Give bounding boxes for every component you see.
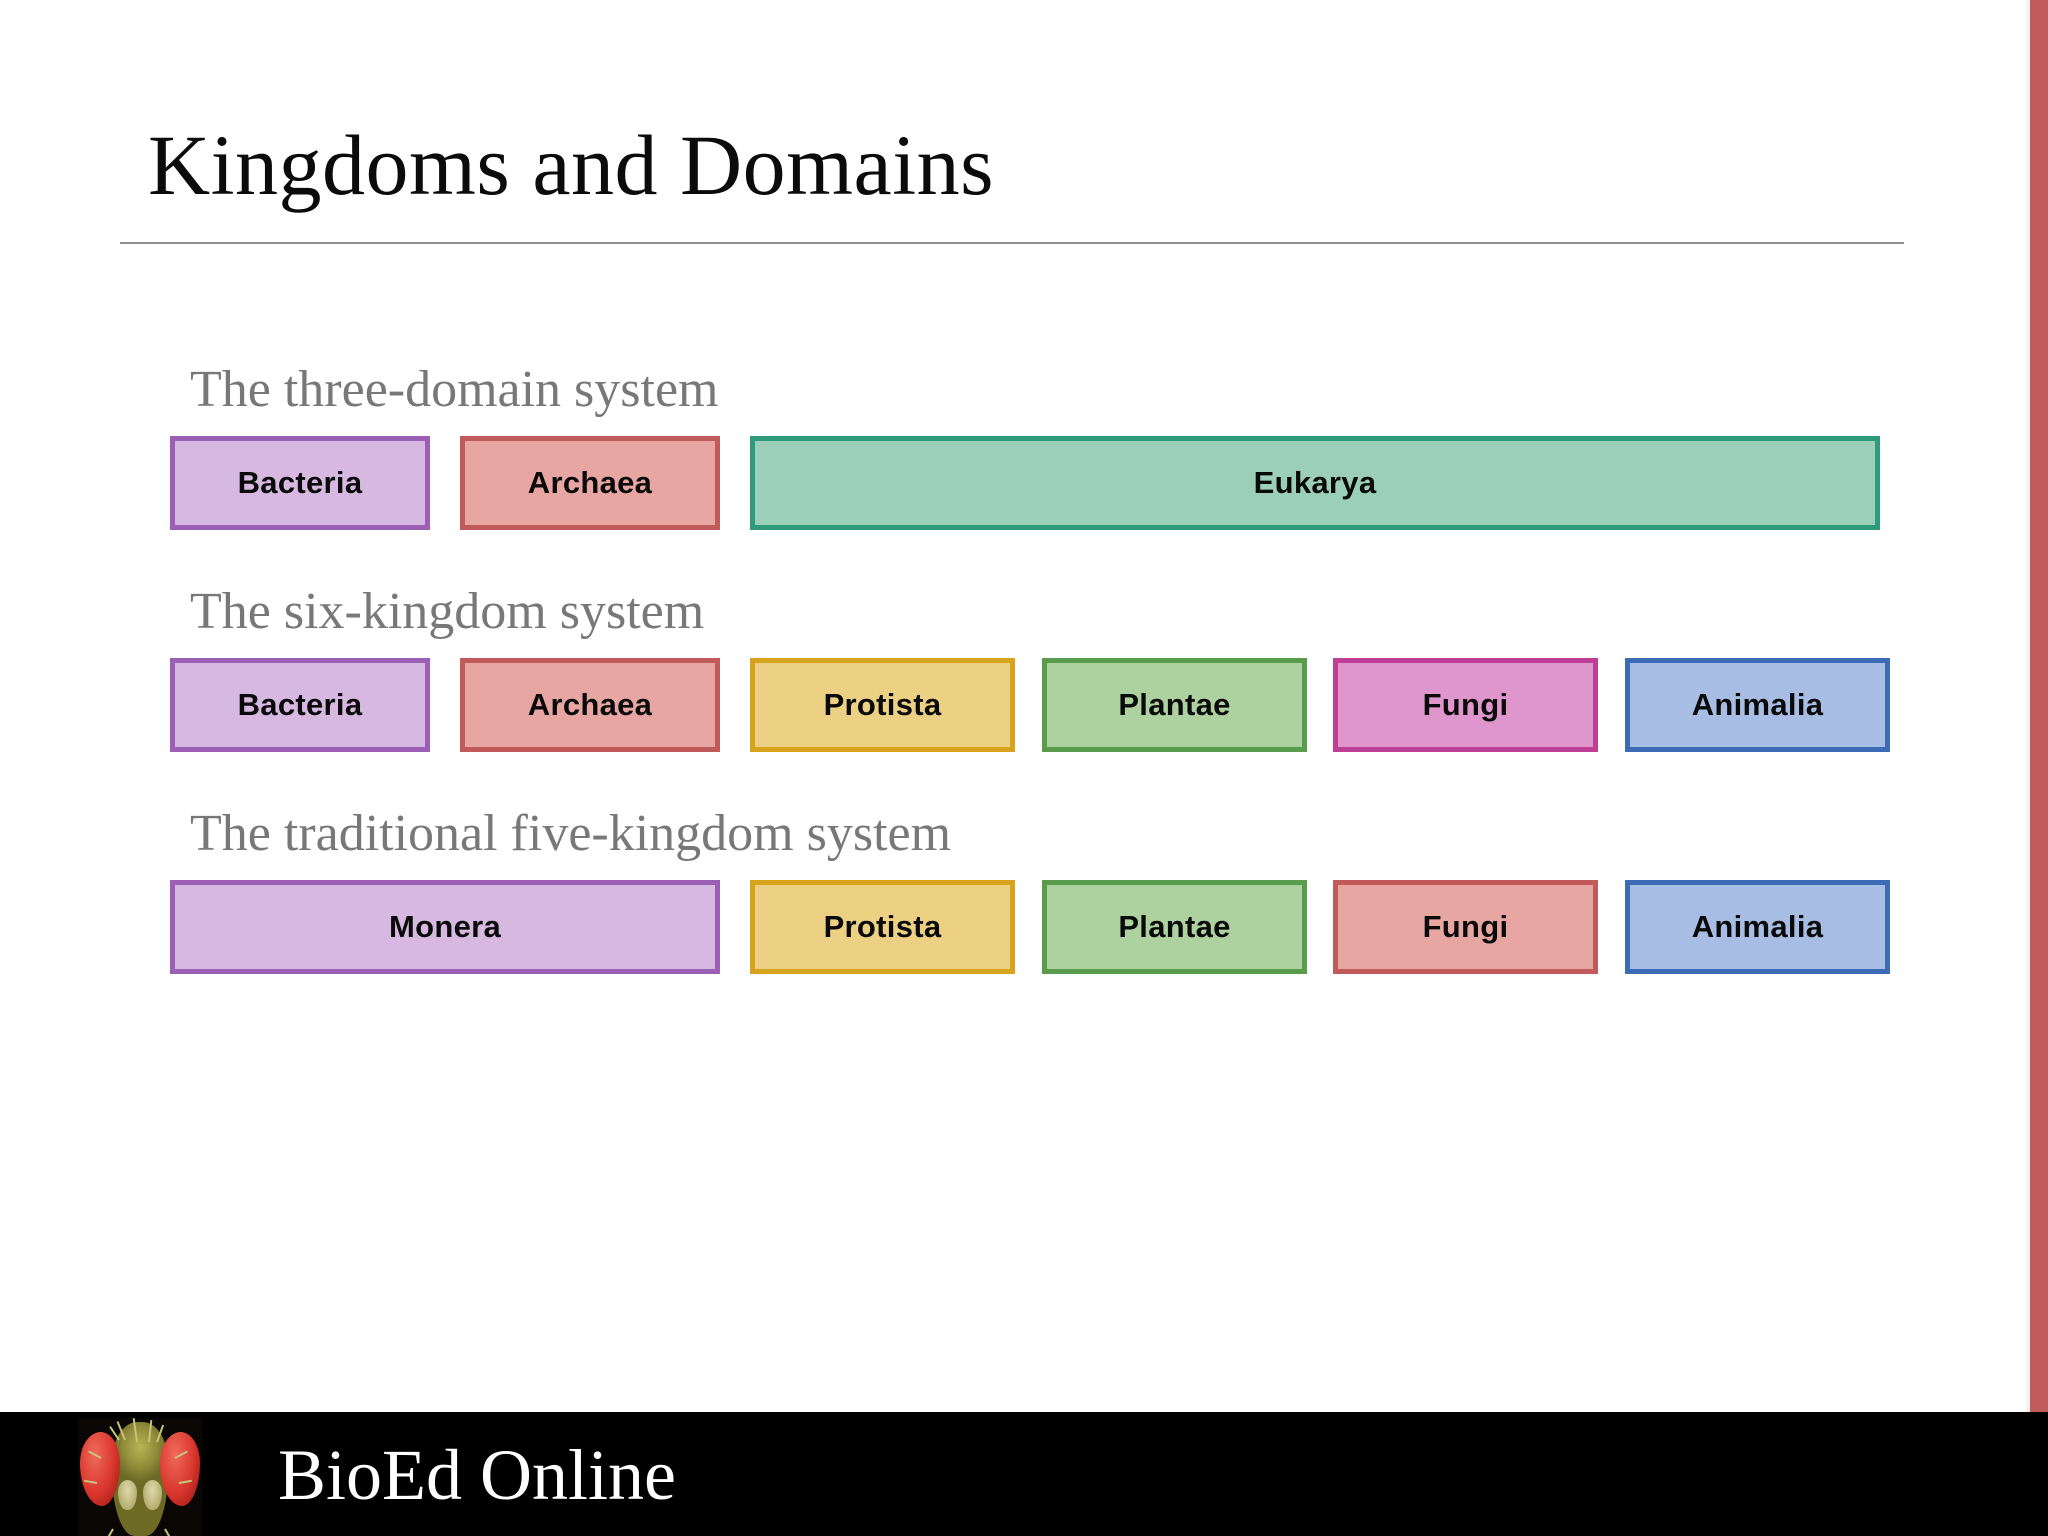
edge-stripe-highlight (2026, 0, 2030, 1536)
taxon-box[interactable]: Animalia (1625, 880, 1890, 974)
section-heading: The three-domain system (190, 361, 719, 418)
fly-eye-left (80, 1432, 120, 1506)
page-title: Kingdoms and Domains (148, 117, 995, 213)
taxon-box[interactable]: Archaea (460, 436, 720, 530)
section-heading: The six-kingdom system (190, 583, 705, 640)
fly-palp-left (118, 1480, 137, 1510)
footer-bar: BioEd Online (0, 1412, 2048, 1536)
taxon-box[interactable]: Bacteria (170, 658, 430, 752)
section-heading: The traditional five-kingdom system (190, 805, 952, 862)
taxon-box[interactable]: Bacteria (170, 436, 430, 530)
taxon-box[interactable]: Plantae (1042, 658, 1307, 752)
taxon-box[interactable]: Protista (750, 880, 1015, 974)
taxon-box[interactable]: Protista (750, 658, 1015, 752)
title-divider (120, 242, 1904, 244)
fly-face (112, 1422, 168, 1536)
taxon-box[interactable]: Eukarya (750, 436, 1880, 530)
taxon-box[interactable]: Animalia (1625, 658, 1890, 752)
edge-accent-stripe (2030, 0, 2048, 1536)
fly-bristle (104, 1528, 114, 1536)
taxon-box[interactable]: Archaea (460, 658, 720, 752)
fruit-fly-logo-icon (78, 1418, 202, 1536)
taxon-box[interactable]: Plantae (1042, 880, 1307, 974)
taxon-box[interactable]: Fungi (1333, 658, 1598, 752)
taxon-box[interactable]: Monera (170, 880, 720, 974)
fly-palp-right (143, 1480, 162, 1510)
footer-brand-label: BioEd Online (278, 1435, 676, 1515)
fly-bristle (164, 1528, 174, 1536)
fly-eye-right (160, 1432, 200, 1506)
taxon-box[interactable]: Fungi (1333, 880, 1598, 974)
